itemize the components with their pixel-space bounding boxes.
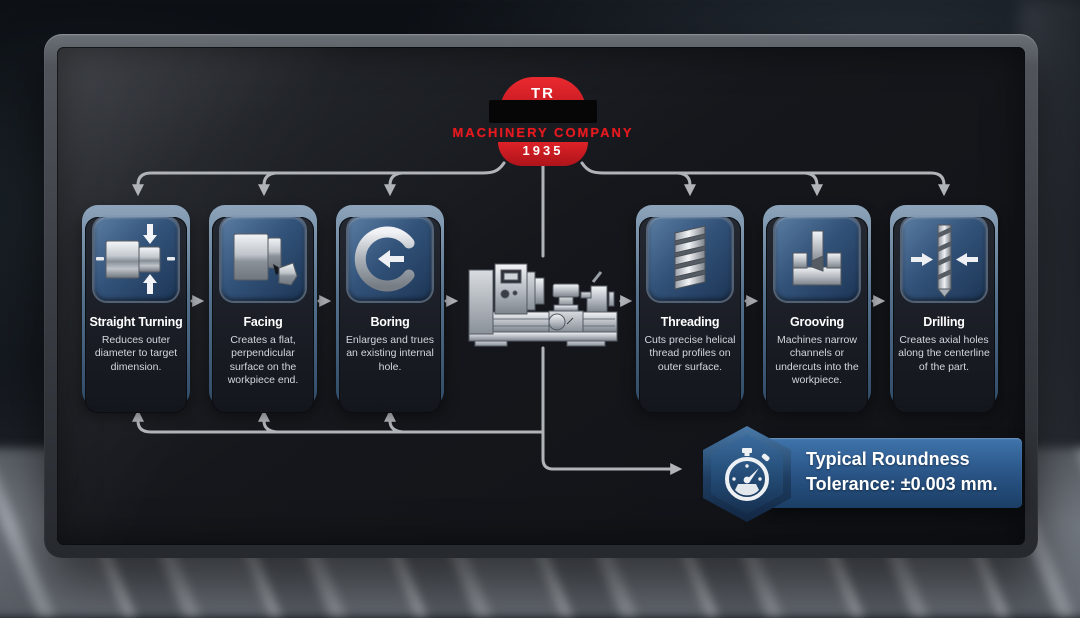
logo-company-name: MACHINERY COMPANY [452, 125, 634, 140]
drill-bit-icon [911, 224, 978, 298]
card-facing: Facing Creates a flat, perpendicular sur… [209, 205, 317, 413]
tolerance-line1: Typical Roundness [806, 449, 970, 469]
boring-icon [354, 226, 415, 292]
card-description: Cuts precise helical thread profiles on … [644, 334, 736, 373]
logo-initials: TR [531, 85, 555, 102]
card-title: Threading [660, 315, 720, 329]
badge-hexagon [703, 426, 791, 522]
card-threading: Threading Cuts precise helical thread pr… [636, 205, 744, 413]
stopwatch-icon [725, 448, 770, 501]
threading-icon [674, 225, 706, 290]
card-description: Enlarges and trues an existing internal … [345, 334, 435, 373]
icon-tile [775, 217, 859, 301]
icon-tile [902, 217, 986, 301]
card-description: Creates a flat, perpendicular surface on… [227, 334, 299, 387]
card-description: Machines narrow channels or undercuts in… [775, 334, 859, 387]
card-title: Facing [243, 315, 283, 329]
logo-black-bar [489, 100, 597, 123]
icon-tile [648, 217, 732, 301]
tolerance-banner: Typical Roundness Tolerance: ±0.003 mm. [762, 438, 1022, 508]
tolerance-text: Typical Roundness Tolerance: ±0.003 mm. [806, 447, 998, 497]
card-title: Grooving [790, 315, 844, 329]
card-grooving: Grooving Machines narrow channels or und… [763, 205, 871, 413]
card-boring: Boring Enlarges and trues an existing in… [336, 205, 444, 413]
card-description: Creates axial holes along the centerline… [898, 334, 990, 373]
card-title: Drilling [923, 315, 965, 329]
icon-tile [94, 217, 178, 301]
card-straight-turning: Straight Turning Reduces outer diameter … [82, 205, 190, 413]
icon-tile [348, 217, 432, 301]
facing-icon [233, 233, 298, 286]
card-title: Boring [370, 315, 410, 329]
icon-tile [221, 217, 305, 301]
tolerance-line2: Tolerance: ±0.003 mm. [806, 474, 998, 494]
card-description: Reduces outer diameter to target dimensi… [94, 334, 178, 373]
logo-year-arc: 1935 [498, 142, 588, 166]
straight-turning-icon [96, 224, 175, 294]
card-title: Straight Turning [89, 315, 183, 329]
card-drilling: Drilling Creates axial holes along the c… [890, 205, 998, 413]
grooving-icon [792, 230, 842, 286]
lathe-machine-icon [468, 263, 618, 347]
logo-year: 1935 [522, 143, 564, 158]
